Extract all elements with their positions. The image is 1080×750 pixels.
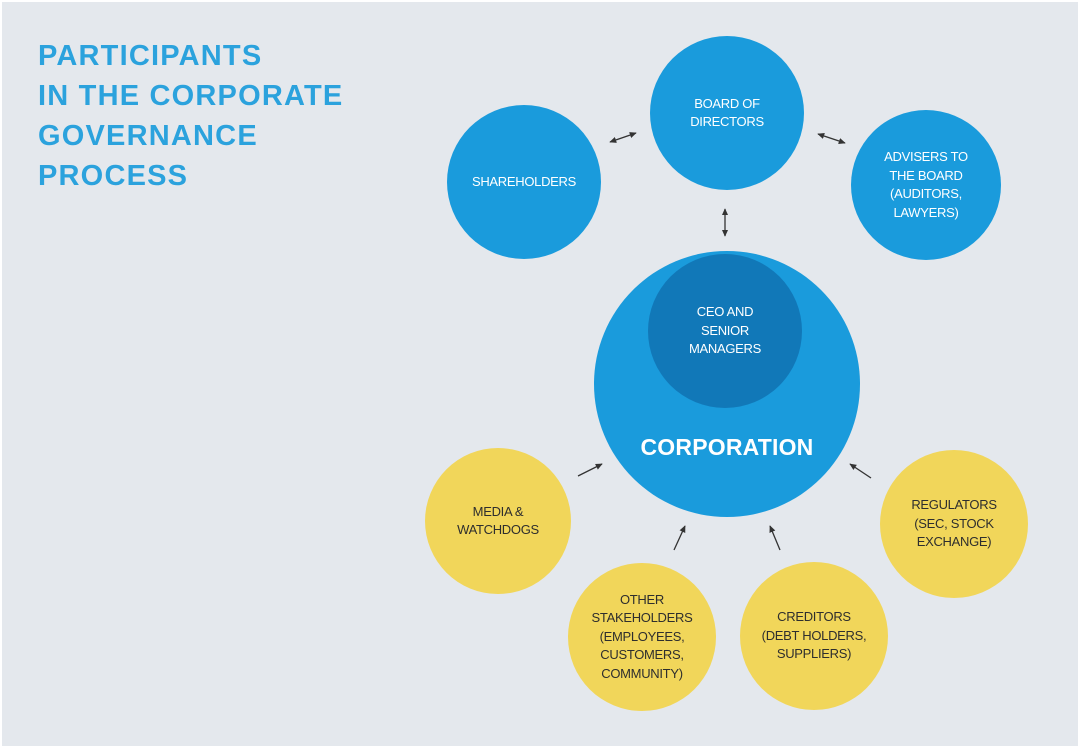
node-board-of-directors: BOARD OF DIRECTORS bbox=[650, 36, 804, 190]
node-label-line: LAWYERS) bbox=[893, 204, 959, 220]
arrow-board-advisers bbox=[817, 133, 846, 144]
node-label-line: (AUDITORS, bbox=[890, 186, 962, 201]
node-label-line: MANAGERS bbox=[688, 341, 761, 357]
node-shareholders: SHAREHOLDERS bbox=[447, 105, 601, 259]
node-label-line: OTHER bbox=[619, 591, 664, 607]
node-label-line: ADVISERS TO bbox=[884, 149, 968, 164]
node-regulators: REGULATORS (SEC, STOCK EXCHANGE) bbox=[880, 450, 1028, 598]
title-line: GOVERNANCE bbox=[38, 120, 258, 152]
node-ceo-and-senior-managers: CEO AND SENIOR MANAGERS bbox=[648, 254, 802, 408]
arrow-regulators-corporation bbox=[849, 463, 872, 479]
node-label-line: (EMPLOYEES, bbox=[599, 628, 685, 644]
corporation-label: CORPORATION bbox=[640, 434, 814, 460]
title-line: PROCESS bbox=[38, 160, 189, 192]
node-label-line: MEDIA & bbox=[472, 503, 524, 519]
node-label-line: (DEBT HOLDERS, bbox=[761, 627, 867, 643]
node-advisers-to-the-board: ADVISERS TO THE BOARD (AUDITORS, LAWYERS… bbox=[851, 110, 1001, 260]
node-label-line: STAKEHOLDERS bbox=[591, 610, 693, 626]
node-label-line: CREDITORS bbox=[777, 609, 851, 625]
arrow-stakeholders-corporation bbox=[673, 525, 686, 551]
diagram-title: PARTICIPANTS IN THE CORPORATE GOVERNANCE… bbox=[38, 36, 343, 196]
node-label-line: SUPPLIERS) bbox=[776, 646, 852, 662]
node-label-line: REGULATORS bbox=[911, 497, 997, 513]
node-label-line: THE BOARD bbox=[889, 167, 963, 183]
node-media-and-watchdogs: MEDIA & WATCHDOGS bbox=[425, 448, 571, 594]
node-label-line: CEO AND bbox=[696, 304, 754, 320]
arrow-creditors-corporation bbox=[769, 525, 781, 551]
node-creditors: CREDITORS (DEBT HOLDERS, SUPPLIERS) bbox=[740, 562, 888, 710]
title-line: IN THE CORPORATE bbox=[38, 80, 344, 112]
title-line: PARTICIPANTS bbox=[38, 40, 263, 72]
node-label-line: DIRECTORS bbox=[690, 114, 764, 129]
node-label-line: EXCHANGE) bbox=[916, 534, 992, 550]
node-label-line: CUSTOMERS, bbox=[600, 647, 684, 663]
arrow-media-corporation bbox=[577, 463, 603, 477]
node-label-line: SHAREHOLDERS bbox=[471, 173, 577, 189]
node-other-stakeholders: OTHER STAKEHOLDERS (EMPLOYEES, CUSTOMERS… bbox=[568, 563, 716, 711]
node-label-line: SENIOR bbox=[700, 322, 750, 338]
node-label-line: WATCHDOGS bbox=[457, 522, 539, 537]
node-label-line: COMMUNITY) bbox=[601, 665, 683, 681]
arrow-shareholders-board bbox=[609, 132, 637, 143]
node-label-line: (SEC, STOCK bbox=[914, 515, 994, 531]
node-label-line: BOARD OF bbox=[694, 95, 760, 111]
